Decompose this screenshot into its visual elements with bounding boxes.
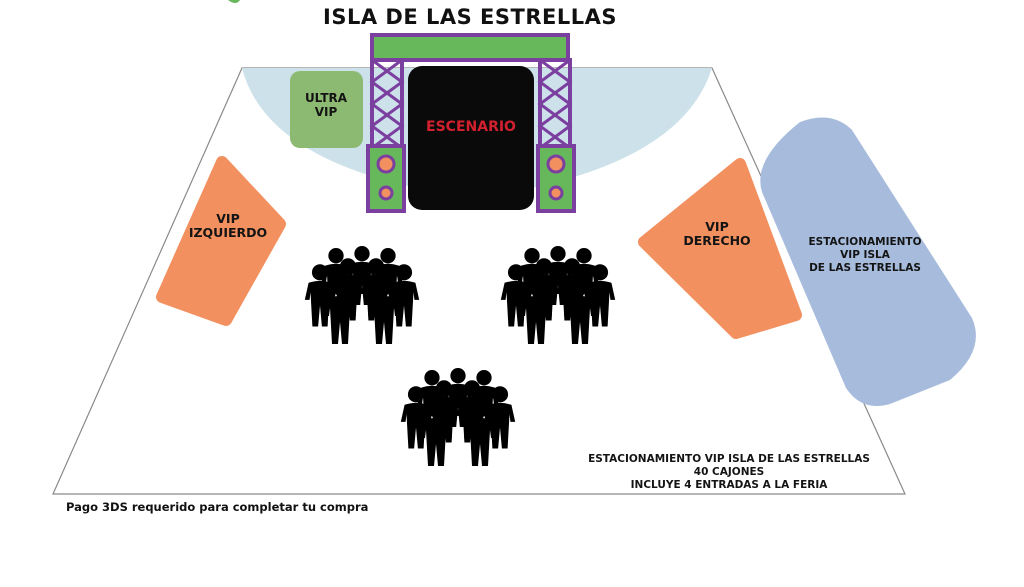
parking-shape[interactable] [760, 117, 976, 407]
payment-notice: Pago 3DS requerido para completar tu com… [66, 500, 369, 514]
parking-label-2: VIP ISLA [840, 249, 891, 261]
parking-label-1: ESTACIONAMIENTO [808, 236, 921, 248]
vip-left-shape[interactable] [156, 156, 286, 326]
stage-zone: ESCENARIO [366, 33, 576, 213]
vip-left-label-1: VIP [216, 211, 240, 226]
parking-note-line-3: INCLUYE 4 ENTRADAS A LA FERIA [631, 479, 829, 491]
parking-label-3: DE LAS ESTRELLAS [809, 262, 921, 274]
vip-left-zone[interactable]: VIP IZQUIERDO [156, 156, 286, 326]
stage-body[interactable] [408, 66, 534, 210]
speaker-right-tweeter [548, 185, 564, 201]
stage-label: ESCENARIO [426, 119, 516, 135]
vip-right-shape[interactable] [638, 158, 802, 339]
speaker-left-tweeter [378, 185, 394, 201]
vip-left-label-2: IZQUIERDO [189, 225, 267, 240]
speaker-left-woofer [376, 154, 396, 174]
leaf-icon [228, 0, 240, 3]
parking-note-line-1: ESTACIONAMIENTO VIP ISLA DE LAS ESTRELLA… [588, 453, 870, 465]
stage-truss-right-lattice [537, 58, 573, 150]
ultra-vip-zone[interactable]: ULTRA VIP [290, 71, 363, 148]
ultra-vip-label-1: ULTRA [305, 91, 348, 105]
map-title: ISLA DE LAS ESTRELLAS [323, 5, 617, 29]
stage-truss-left-lattice [369, 58, 405, 150]
parking-zone[interactable]: ESTACIONAMIENTO VIP ISLA DE LAS ESTRELLA… [760, 117, 976, 407]
speaker-right-woofer [546, 154, 566, 174]
vip-right-label-1: VIP [705, 219, 729, 234]
parking-note-line-2: 40 CAJONES [694, 466, 764, 478]
vip-right-zone[interactable]: VIP DERECHO [638, 158, 802, 339]
ultra-vip-shape[interactable] [290, 71, 363, 148]
parking-note: ESTACIONAMIENTO VIP ISLA DE LAS ESTRELLA… [588, 453, 870, 491]
vip-right-label-2: DERECHO [683, 233, 750, 248]
stage-truss-top [370, 33, 570, 62]
ultra-vip-label-2: VIP [315, 105, 338, 119]
